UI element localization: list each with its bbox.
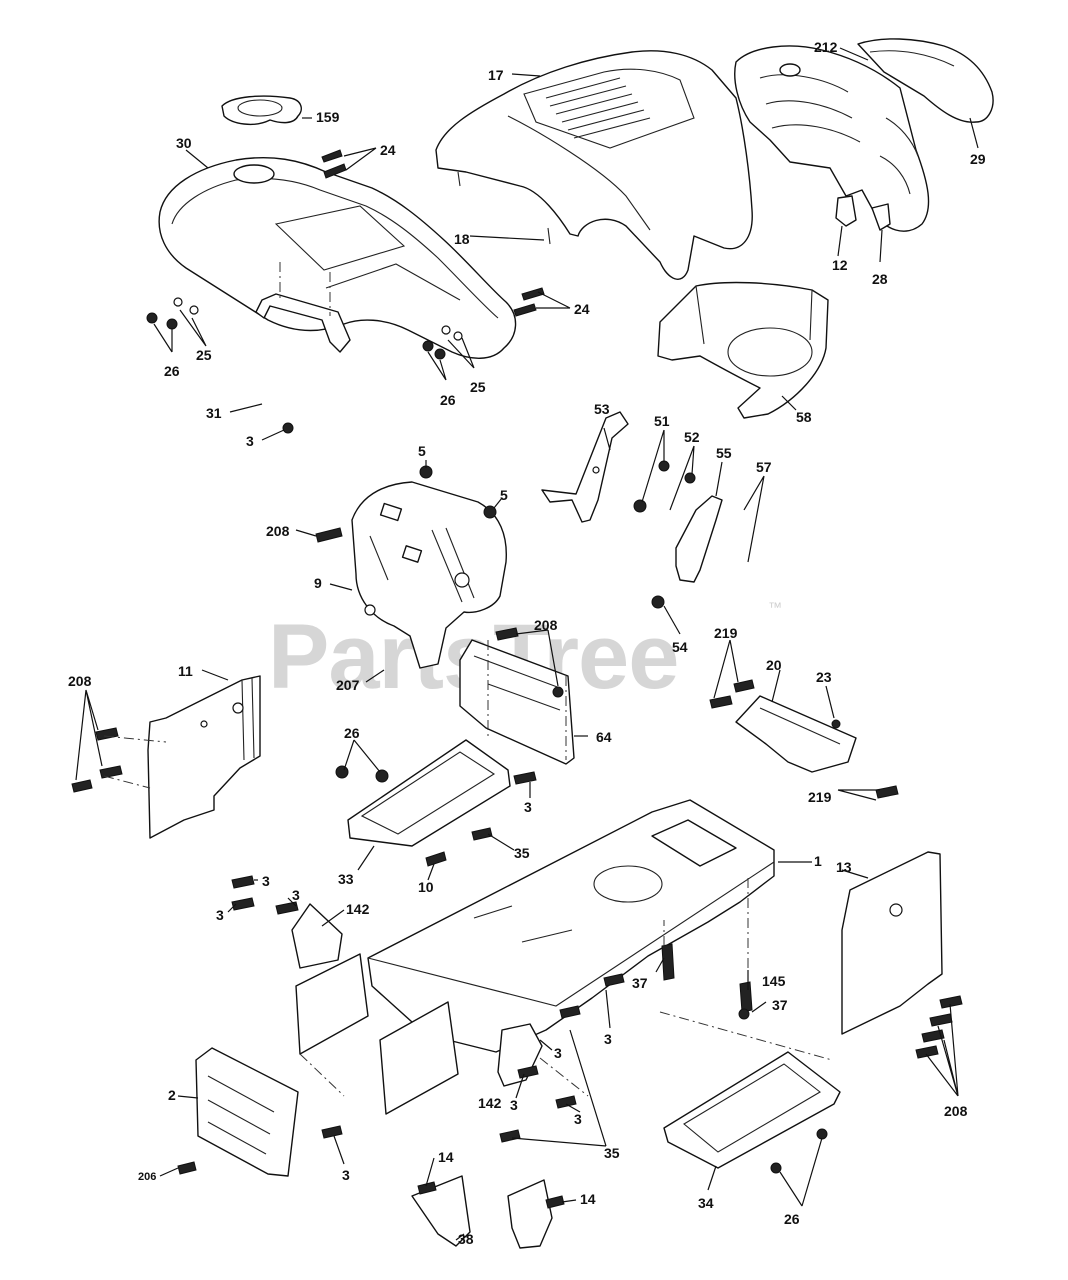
callout-38: 38	[458, 1231, 474, 1247]
part-9-dash-panel	[351, 481, 507, 669]
part-18-clips	[457, 171, 551, 245]
callout-3: 3	[216, 907, 224, 923]
callout-208: 208	[534, 617, 558, 633]
callout-208: 208	[944, 1103, 968, 1119]
part-142-bracket-upper	[291, 903, 343, 969]
callout-31: 31	[206, 405, 222, 421]
callout-57: 57	[756, 459, 772, 475]
callout-208: 208	[266, 523, 290, 539]
callout-3: 3	[262, 873, 270, 889]
callout-10: 10	[418, 879, 434, 895]
leader-lines	[75, 47, 979, 1241]
callout-26: 26	[344, 725, 360, 741]
callout-3: 3	[574, 1111, 582, 1127]
part-31-bracket	[255, 293, 351, 353]
part-17-hood	[435, 50, 753, 280]
callout-33: 33	[338, 871, 354, 887]
alignment-lines	[103, 262, 833, 1097]
callout-30: 30	[176, 135, 192, 151]
part-212-grille	[734, 45, 930, 232]
part-11-side-panel	[147, 675, 261, 839]
part-33-footrest	[347, 739, 511, 847]
callout-206: 206	[138, 1171, 156, 1183]
part-13-side-panel	[841, 851, 943, 1035]
callout-3: 3	[510, 1097, 518, 1113]
part-29-nose-panel	[857, 38, 994, 123]
trademark-symbol: ™	[768, 599, 782, 615]
callout-24: 24	[574, 301, 590, 317]
callout-142: 142	[478, 1095, 502, 1111]
callout-159: 159	[316, 109, 340, 125]
callout-3: 3	[292, 887, 300, 903]
callout-58: 58	[796, 409, 812, 425]
callout-142: 142	[346, 901, 370, 917]
callout-28: 28	[872, 271, 888, 287]
callout-25: 25	[196, 347, 212, 363]
part-2-front-bracket	[195, 1047, 299, 1177]
callout-52: 52	[684, 429, 700, 445]
callout-35: 35	[514, 845, 530, 861]
callout-3: 3	[554, 1045, 562, 1061]
part-12-clip	[835, 195, 857, 227]
callout-37: 37	[772, 997, 788, 1013]
callout-51: 51	[654, 413, 670, 429]
callout-26: 26	[784, 1211, 800, 1227]
callout-219: 219	[808, 789, 832, 805]
callout-14: 14	[438, 1149, 454, 1165]
part-34-footrest	[663, 1051, 841, 1169]
callout-23: 23	[816, 669, 832, 685]
callout-35: 35	[604, 1145, 620, 1161]
callout-5: 5	[418, 443, 426, 459]
frame-rail-left	[295, 953, 459, 1115]
part-20-plate	[735, 695, 857, 773]
callout-34: 34	[698, 1195, 714, 1211]
callout-37: 37	[632, 975, 648, 991]
callout-208: 208	[68, 673, 92, 689]
callout-53: 53	[594, 401, 610, 417]
callout-17: 17	[488, 67, 504, 83]
callout-13: 13	[836, 859, 852, 875]
callout-207: 207	[336, 677, 360, 693]
callout-9: 9	[314, 575, 322, 591]
callout-5: 5	[500, 487, 508, 503]
callout-2: 2	[168, 1087, 176, 1103]
callout-212: 212	[814, 39, 838, 55]
fasteners	[71, 149, 963, 1209]
callout-219: 219	[714, 625, 738, 641]
callout-145: 145	[762, 973, 786, 989]
callout-64: 64	[596, 729, 612, 745]
part-55-bracket	[675, 495, 723, 583]
callout-26: 26	[440, 392, 456, 408]
part-159-fuel-cap	[221, 95, 302, 126]
part-28-bracket	[871, 203, 891, 231]
callout-54: 54	[672, 639, 688, 655]
callout-3: 3	[342, 1167, 350, 1183]
part-53-bracket	[541, 411, 629, 523]
part-38-brackets	[411, 1175, 553, 1249]
callout-11: 11	[178, 663, 193, 679]
callout-55: 55	[716, 445, 732, 461]
callout-25: 25	[470, 379, 486, 395]
callout-20: 20	[766, 657, 782, 673]
callout-14: 14	[580, 1191, 596, 1207]
callout-12: 12	[832, 257, 848, 273]
callout-3: 3	[524, 799, 532, 815]
callout-3: 3	[604, 1031, 612, 1047]
callout-24: 24	[380, 142, 396, 158]
part-58-dash-cover	[657, 281, 829, 419]
callout-29: 29	[970, 151, 986, 167]
part-30-fender	[158, 156, 517, 359]
part-142-bracket-lower	[497, 1023, 543, 1087]
callout-26: 26	[164, 363, 180, 379]
callout-3: 3	[246, 433, 254, 449]
callout-labels: 17 212 159 30 24 29 18 12 28 24 25 26 25…	[68, 39, 986, 1247]
callout-1: 1	[814, 853, 822, 869]
callout-18: 18	[454, 231, 470, 247]
